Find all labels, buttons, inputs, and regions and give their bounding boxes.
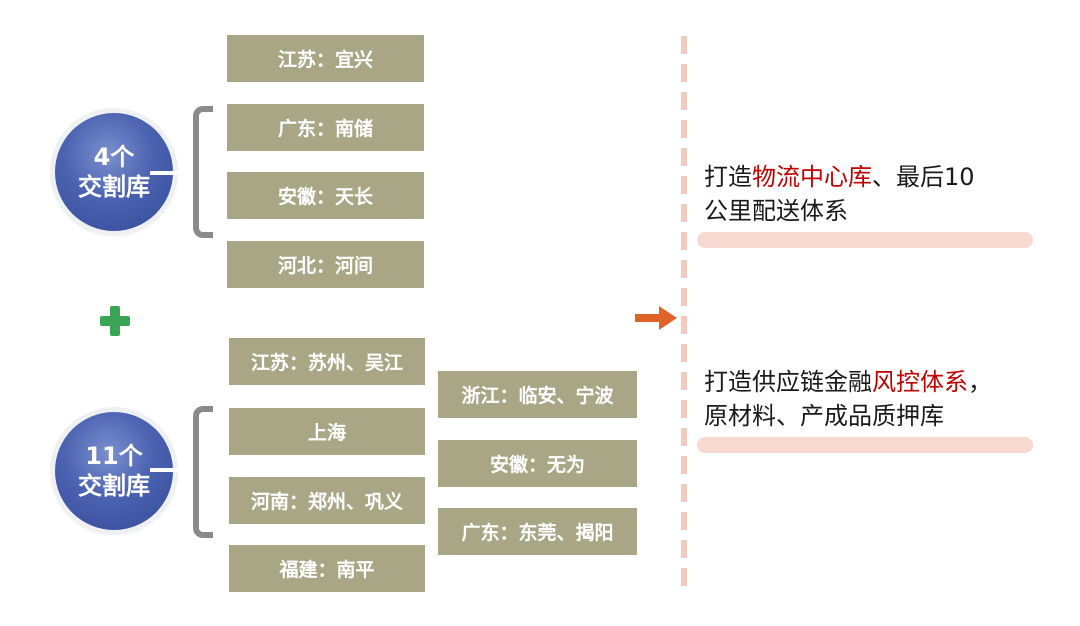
warehouse-box: 福建：南平	[229, 545, 425, 592]
outcome2-line2: 原材料、产成品质押库	[704, 402, 944, 430]
outcome2-bar	[697, 437, 1033, 453]
dashed-divider	[681, 36, 687, 592]
group1-connector	[150, 171, 180, 175]
outcome1-bar	[697, 232, 1033, 248]
warehouse-box: 江苏：苏州、吴江	[229, 338, 425, 385]
warehouse-box: 安徽：天长	[227, 172, 424, 219]
outcome2-line1: 打造供应链金融风控体系，	[704, 365, 992, 399]
outcome2-prefix: 打造供应链金融	[704, 368, 872, 396]
group1-label: 交割库	[78, 173, 150, 201]
warehouse-box: 上海	[229, 408, 425, 455]
group2-count: 11个	[85, 442, 143, 470]
group2-bracket	[193, 406, 213, 538]
outcome2-highlight: 风控体系	[872, 368, 968, 396]
outcome1-suffix: 、最后10	[872, 163, 975, 191]
outcome1-prefix: 打造	[704, 163, 752, 191]
group2-label: 交割库	[78, 472, 150, 500]
outcome1-text: 打造物流中心库、最后10 公里配送体系	[704, 160, 975, 228]
group1-bracket	[193, 106, 213, 238]
outcome1-line1: 打造物流中心库、最后10	[704, 160, 975, 194]
outcome2-text: 打造供应链金融风控体系， 原材料、产成品质押库	[704, 365, 992, 433]
warehouse-box: 河北：河间	[227, 241, 424, 288]
plus-icon	[100, 306, 130, 336]
warehouse-box: 广东：东莞、揭阳	[438, 508, 637, 555]
outcome2-suffix: ，	[968, 368, 992, 396]
arrow-right-icon	[635, 306, 677, 330]
group2-connector	[150, 468, 180, 472]
warehouse-box: 河南：郑州、巩义	[229, 477, 425, 524]
outcome1-highlight: 物流中心库	[752, 163, 872, 191]
outcome1-line2: 公里配送体系	[704, 197, 848, 225]
warehouse-box: 浙江：临安、宁波	[438, 371, 637, 418]
warehouse-box: 广东：南储	[227, 104, 424, 151]
warehouse-box: 安徽：无为	[438, 440, 637, 487]
group1-count: 4个	[93, 143, 135, 171]
warehouse-box: 江苏：宜兴	[227, 35, 424, 82]
